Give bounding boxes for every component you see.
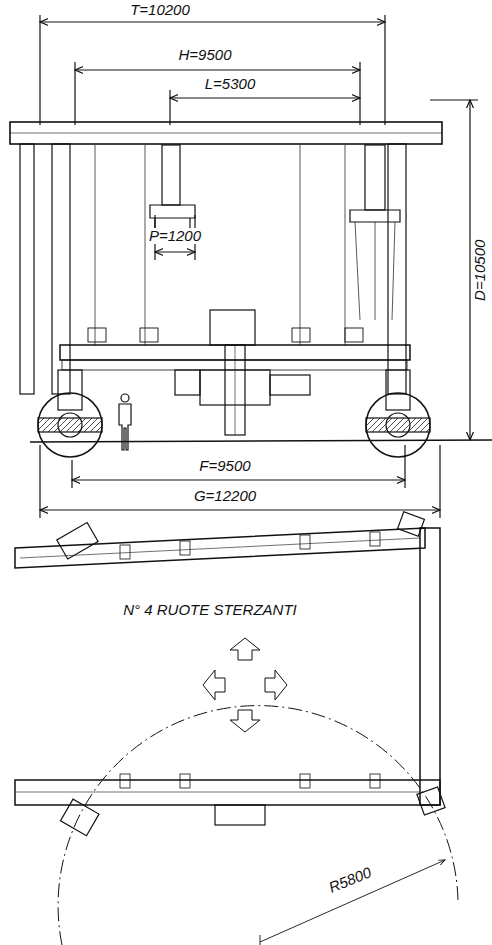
dimension-label: G=12200 [192, 488, 258, 505]
dimension-label: H=9500 [177, 47, 234, 64]
note-label: N° 4 RUOTE STERZANTI [121, 602, 299, 619]
dimension-label: L=5300 [203, 76, 257, 93]
dimension-label: T=10200 [128, 2, 192, 19]
dimension-label: P=1200 [147, 228, 203, 245]
dimension-label: R5800 [325, 863, 376, 896]
dimension-label: F=9500 [197, 458, 252, 475]
dimension-label: D=10500 [473, 237, 490, 302]
